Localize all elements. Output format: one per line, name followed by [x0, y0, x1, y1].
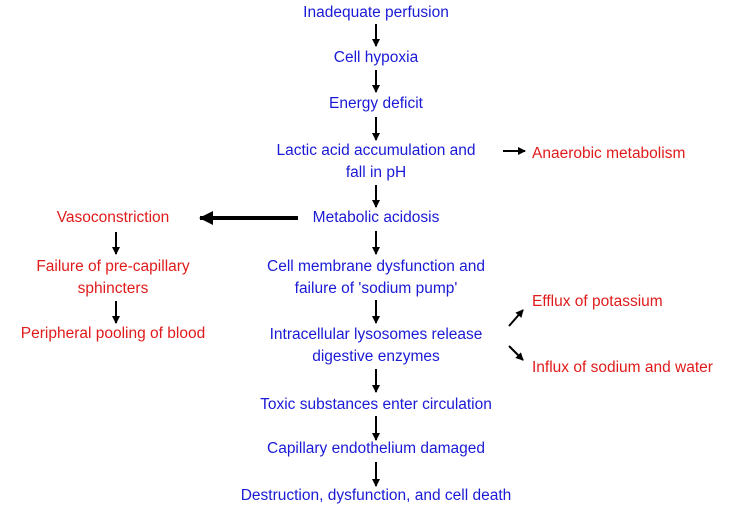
node-influx-sodium-water: Influx of sodium and water [532, 359, 713, 376]
node-metabolic-acidosis: Metabolic acidosis [312, 209, 440, 226]
node-sphincters: Failure of pre-capillary sphincters [36, 256, 189, 300]
node-vasoconstriction: Vasoconstriction [56, 209, 170, 226]
node-toxic-substances: Toxic substances enter circulation [260, 396, 492, 413]
node-inadequate-perfusion: Inadequate perfusion [303, 4, 449, 21]
node-lactic-acid: Lactic acid accumulation and fall in pH [276, 140, 475, 184]
arrow-lysosomes-to-influx [508, 345, 524, 361]
node-sphincters-line-1: Failure of pre-capillary [36, 258, 190, 275]
node-lysosomes-release-line-1: Intracellular lysosomes release [269, 326, 483, 343]
node-energy-deficit: Energy deficit [329, 95, 423, 112]
node-lysosomes-release-line-2: digestive enzymes [312, 348, 440, 365]
node-membrane-dysfunction: Cell membrane dysfunction and failure of… [267, 256, 485, 300]
node-membrane-dysfunction-line-2: failure of 'sodium pump' [294, 280, 458, 297]
node-lysosomes-release: Intracellular lysosomes release digestiv… [270, 324, 483, 368]
arrow-lysosomes-to-efflux [508, 309, 524, 327]
node-anaerobic-metabolism: Anaerobic metabolism [532, 145, 686, 162]
node-capillary-damage: Capillary endothelium damaged [267, 440, 485, 457]
node-membrane-dysfunction-line-1: Cell membrane dysfunction and [267, 258, 485, 275]
node-peripheral-pooling: Peripheral pooling of blood [20, 325, 206, 342]
node-lactic-acid-line-1: Lactic acid accumulation and [276, 142, 476, 159]
node-lactic-acid-line-2: fall in pH [345, 164, 407, 181]
node-efflux-potassium: Efflux of potassium [532, 293, 663, 310]
node-cell-death: Destruction, dysfunction, and cell death [240, 487, 512, 504]
node-cell-hypoxia: Cell hypoxia [333, 49, 419, 66]
node-sphincters-line-2: sphincters [77, 280, 149, 297]
